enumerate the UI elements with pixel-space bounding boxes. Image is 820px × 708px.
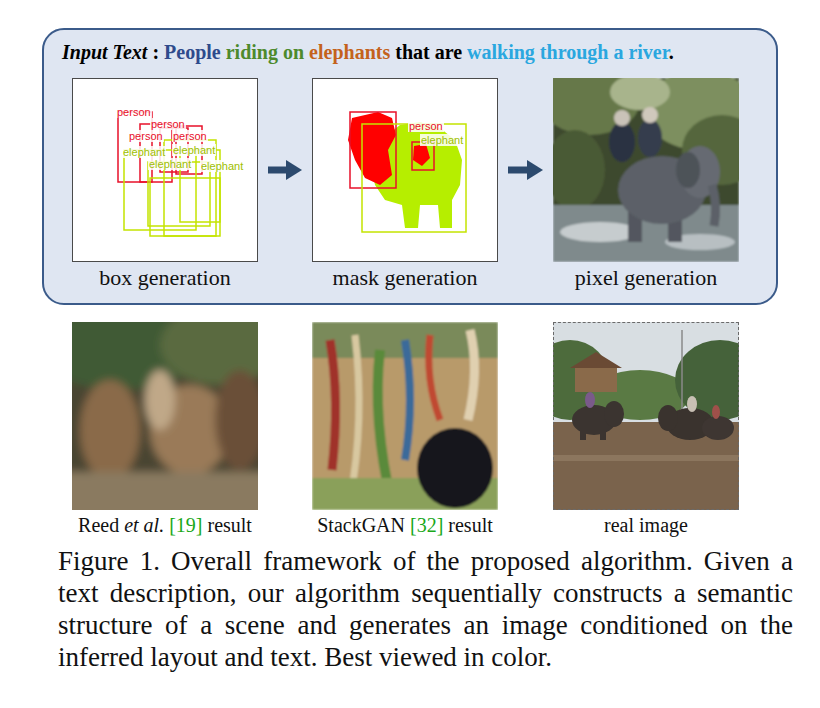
baseline-result: Reedet al.[19]result [72, 322, 258, 537]
input-text: . [669, 41, 674, 63]
object-label: person [150, 118, 186, 130]
roof [570, 352, 622, 368]
reed-result-photo [72, 322, 258, 510]
mask-layout-art [312, 78, 498, 262]
image-frame [72, 322, 258, 510]
generated-photo [553, 78, 739, 262]
caption-text: box generation [99, 265, 230, 290]
elephant-ear [676, 152, 700, 188]
dark-blob [417, 428, 493, 508]
elephant [658, 405, 678, 431]
object-label: elephant [200, 160, 244, 172]
blur-patch [72, 472, 258, 510]
house [575, 366, 617, 392]
canvas [312, 78, 498, 262]
caption-text: StackGAN [317, 514, 405, 536]
object-label: elephant [148, 158, 192, 170]
input-text-line: Input Text:Peopleriding onelephantsthat … [62, 40, 674, 64]
box-layout-art [72, 78, 258, 262]
caption-text: mask generation [333, 265, 478, 290]
real-image: real image [553, 322, 739, 537]
texture [405, 340, 410, 460]
elephant-trunk [712, 185, 716, 226]
real-photo [553, 322, 739, 510]
flow-arrow [268, 167, 290, 174]
bounding-box [150, 178, 220, 236]
reflection [553, 455, 739, 461]
texture [350, 335, 359, 500]
image-frame [553, 78, 739, 262]
rider-head [614, 110, 630, 126]
step-caption: box generation [72, 265, 258, 291]
object-label: person [128, 130, 164, 142]
elephant [702, 416, 734, 440]
rider [609, 122, 635, 162]
object-label: elephant [420, 134, 464, 146]
rider [585, 392, 595, 408]
input-label: Input Text [62, 41, 147, 63]
caption-text: result [207, 514, 251, 536]
image-frame [312, 78, 498, 262]
pole [681, 330, 683, 410]
object-label: elephant [172, 144, 216, 156]
foliage [610, 78, 670, 110]
bounding-box [362, 124, 466, 232]
rider-head [642, 107, 658, 123]
step-caption: real image [553, 513, 739, 537]
bounding-box [412, 142, 434, 170]
caption-text: real image [604, 514, 688, 536]
input-text: riding on [226, 41, 304, 63]
flow-arrow [508, 167, 531, 174]
elephant [580, 426, 586, 440]
texture [429, 335, 440, 420]
image-frame [553, 322, 739, 510]
texture [468, 330, 475, 420]
person-mask [413, 144, 430, 166]
stackgan-result-photo [312, 322, 498, 510]
object-label: person [408, 120, 444, 132]
object-label: person [116, 106, 152, 118]
baseline-result: StackGAN[32]result [312, 322, 498, 537]
person-mask [348, 112, 396, 185]
caption-text: Reed [78, 514, 119, 536]
texture [330, 340, 336, 470]
box-generation-step: box generation [72, 78, 258, 291]
step-caption: mask generation [312, 265, 498, 291]
foliage [553, 130, 605, 210]
elephant [600, 426, 606, 440]
figure-caption: Figure 1. Overall framework of the propo… [58, 545, 793, 673]
background [312, 322, 498, 510]
blur-patch [215, 370, 258, 470]
mask-generation-step: mask generation [312, 78, 498, 291]
object-label: elephant [122, 146, 166, 158]
input-text: walking through a river [467, 41, 669, 63]
rider [687, 396, 697, 412]
step-caption: Reedet al.[19]result [72, 513, 258, 537]
caption-text: et al. [124, 514, 164, 536]
rider [638, 119, 662, 157]
caption-text: [19] [169, 514, 202, 536]
input-text: that are [395, 41, 462, 63]
input-text: elephants [309, 41, 390, 63]
step-caption: StackGAN[32]result [312, 513, 498, 537]
step-caption: pixel generation [553, 265, 739, 291]
bounding-box [124, 150, 196, 230]
tree [675, 340, 739, 420]
rider [712, 405, 720, 419]
canvas [72, 78, 258, 262]
image-frame [312, 322, 498, 510]
pixel-generation-step: pixel generation [553, 78, 739, 291]
elephant [604, 401, 624, 427]
blur-patch [80, 380, 140, 480]
caption-text: pixel generation [575, 265, 717, 290]
object-label: person [172, 130, 208, 142]
caption-text: result [448, 514, 492, 536]
blur-patch [145, 370, 175, 430]
panel-ground [42, 28, 778, 305]
input-text: : [152, 41, 159, 63]
input-text: People [164, 41, 221, 63]
caption-text: [32] [410, 514, 443, 536]
